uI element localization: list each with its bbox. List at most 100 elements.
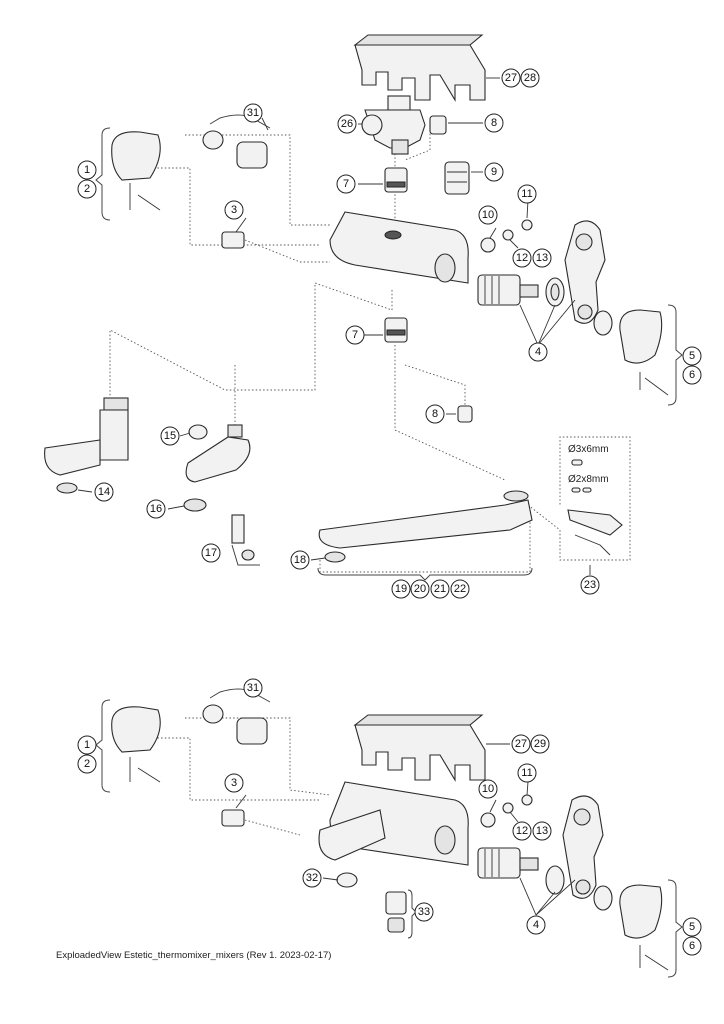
badge-10-bottom: 10 bbox=[478, 779, 498, 799]
badge-33: 33 bbox=[414, 902, 434, 922]
svg-text:18: 18 bbox=[294, 554, 306, 566]
badge-16: 16 bbox=[146, 499, 166, 519]
badge-27-top: 27 bbox=[501, 68, 521, 88]
svg-text:23: 23 bbox=[584, 579, 596, 591]
mixer-body-part bbox=[329, 211, 469, 284]
leader-valve-to-body bbox=[244, 239, 330, 263]
svg-text:2: 2 bbox=[84, 183, 90, 195]
thermostatic-cartridge-part-bottom bbox=[477, 847, 539, 879]
plug-part-32 bbox=[336, 872, 358, 888]
spanner-tool-part bbox=[564, 220, 606, 324]
badge-7-top: 7 bbox=[336, 174, 356, 194]
svg-text:13: 13 bbox=[536, 252, 548, 264]
handle-part-right bbox=[593, 309, 669, 396]
drawing-caption: ExploadedView Estetic_thermomixer_mixers… bbox=[56, 950, 332, 961]
svg-text:21: 21 bbox=[434, 583, 446, 595]
svg-text:12: 12 bbox=[516, 252, 528, 264]
seal-parts-bottom bbox=[480, 794, 533, 828]
badge-31: 31 bbox=[243, 103, 263, 123]
handle-part-right-bottom bbox=[593, 884, 669, 971]
svg-text:15: 15 bbox=[164, 430, 176, 442]
connector-part-2 bbox=[384, 317, 408, 343]
brace-left-top bbox=[95, 127, 111, 221]
kit-note-1: Ø3x6mm bbox=[568, 444, 609, 455]
pin-kit-part bbox=[567, 459, 623, 556]
svg-text:22: 22 bbox=[454, 583, 466, 595]
svg-text:1: 1 bbox=[84, 164, 90, 176]
badge-29: 29 bbox=[530, 734, 550, 754]
badge-5-bottom: 5 bbox=[682, 917, 702, 937]
svg-text:8: 8 bbox=[491, 117, 497, 129]
svg-text:14: 14 bbox=[98, 486, 110, 498]
svg-text:4: 4 bbox=[535, 346, 541, 358]
kit-note-2: Ø2x8mm bbox=[568, 474, 609, 485]
leader-bottom-valve bbox=[244, 819, 301, 836]
badge-27-bottom: 27 bbox=[511, 734, 531, 754]
badge-26: 26 bbox=[337, 114, 357, 134]
svg-text:31: 31 bbox=[247, 682, 259, 694]
svg-text:5: 5 bbox=[689, 921, 695, 933]
svg-text:7: 7 bbox=[352, 329, 358, 341]
badge-13-top: 13 bbox=[532, 248, 552, 268]
mixer-body-part-bottom bbox=[318, 781, 469, 866]
brace-17 bbox=[231, 544, 260, 566]
handle-part-left bbox=[111, 131, 161, 211]
badge-12-top: 12 bbox=[512, 248, 532, 268]
svg-text:1: 1 bbox=[84, 739, 90, 751]
svg-text:19: 19 bbox=[395, 583, 407, 595]
brace-19-22 bbox=[317, 567, 533, 581]
svg-text:12: 12 bbox=[516, 825, 528, 837]
leader-to-nut-8 bbox=[404, 364, 466, 405]
svg-text:16: 16 bbox=[150, 503, 162, 515]
spout-body-part bbox=[183, 424, 255, 561]
leader-bottom-cartridge bbox=[185, 717, 331, 796]
leader-to-long-spout bbox=[394, 345, 506, 481]
badge-5-top: 5 bbox=[682, 346, 702, 366]
badge-2-bottom: 2 bbox=[77, 754, 97, 774]
brace-right-top bbox=[667, 304, 683, 406]
connector-part bbox=[384, 167, 408, 193]
svg-text:27: 27 bbox=[505, 72, 517, 84]
svg-text:3: 3 bbox=[231, 777, 237, 789]
seal-parts bbox=[480, 219, 533, 253]
badge-23: 23 bbox=[580, 575, 600, 595]
badge-3: 3 bbox=[224, 200, 244, 220]
long-spout-part bbox=[318, 490, 533, 563]
badge-21: 21 bbox=[430, 579, 450, 599]
badge-13-bottom: 13 bbox=[532, 821, 552, 841]
badge-1: 1 bbox=[77, 160, 97, 180]
svg-text:31: 31 bbox=[247, 107, 259, 119]
spanner-tool-part-bottom bbox=[562, 795, 604, 899]
leader-lines bbox=[77, 117, 591, 916]
ceramic-valve-part-bottom bbox=[221, 809, 245, 827]
badge-12-bottom: 12 bbox=[512, 821, 532, 841]
badge-3-bottom: 3 bbox=[224, 773, 244, 793]
svg-text:6: 6 bbox=[689, 940, 695, 952]
svg-text:4: 4 bbox=[533, 919, 539, 931]
badge-31-bottom: 31 bbox=[243, 678, 263, 698]
badge-11-top: 11 bbox=[517, 184, 537, 204]
svg-text:20: 20 bbox=[414, 583, 426, 595]
badge-1-bottom: 1 bbox=[77, 735, 97, 755]
svg-text:32: 32 bbox=[306, 872, 318, 884]
badge-19: 19 bbox=[391, 579, 411, 599]
badge-6-bottom: 6 bbox=[682, 936, 702, 956]
cartridge-kit-part bbox=[202, 130, 268, 169]
badge-6-top: 6 bbox=[682, 365, 702, 385]
ring-part-bottom bbox=[545, 865, 565, 895]
svg-text:8: 8 bbox=[432, 408, 438, 420]
badge-22: 22 bbox=[450, 579, 470, 599]
svg-text:33: 33 bbox=[418, 906, 430, 918]
svg-text:10: 10 bbox=[482, 783, 494, 795]
badge-2: 2 bbox=[77, 179, 97, 199]
badge-8-top: 8 bbox=[484, 113, 504, 133]
ceramic-valve-part bbox=[221, 231, 245, 249]
leader-bottom-handle bbox=[150, 737, 320, 801]
badge-7-mid: 7 bbox=[345, 325, 365, 345]
svg-text:7: 7 bbox=[343, 178, 349, 190]
diverter-valve-part bbox=[361, 95, 426, 155]
leader-body-to-spout bbox=[109, 282, 393, 400]
part-33 bbox=[385, 891, 407, 933]
short-spout-part bbox=[44, 397, 129, 494]
